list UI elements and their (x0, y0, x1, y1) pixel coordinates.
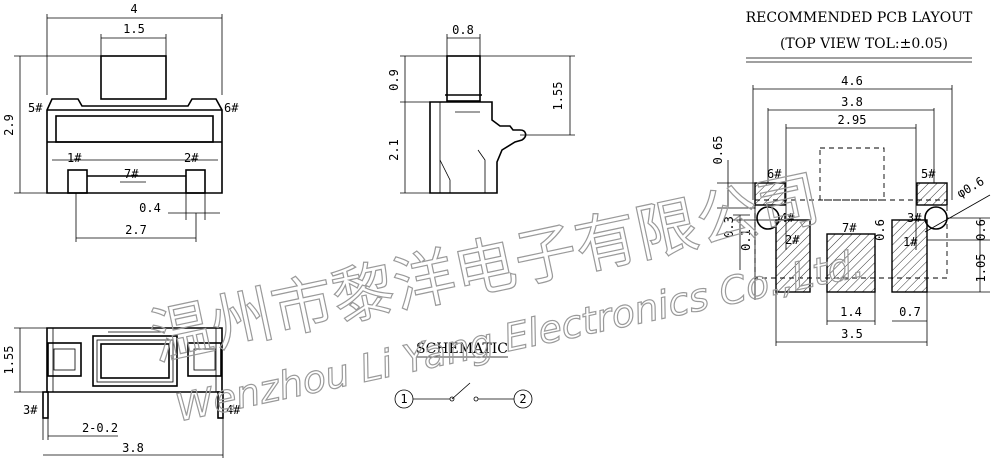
pad-6 (754, 182, 786, 206)
pad-5 (916, 182, 948, 206)
dim-bottom-pitch: 2-0.2 (82, 421, 118, 435)
schematic-title: SCHEMATIC (416, 341, 508, 357)
dim-pin-span: 2.7 (125, 223, 147, 237)
dim-button: 1.5 (123, 22, 145, 36)
side-view: 0.8 0.9 2.1 1.55 (387, 23, 575, 194)
pcb-layout-subtitle: (TOP VIEW TOL:±0.05) (780, 36, 948, 52)
dim-total-height: 1.55 (551, 82, 565, 111)
dim-pcb-1-4: 1.4 (840, 305, 862, 319)
pin-label-7: 7# (124, 167, 139, 181)
schematic-node-1: 1 (400, 392, 407, 406)
pin-label-2: 2# (184, 151, 199, 165)
pcb-pin-6: 6# (767, 167, 782, 181)
bottom-view: 1.55 3# 4# 2-0.2 3.8 (2, 327, 241, 458)
pcb-pin-5: 5# (921, 167, 936, 181)
pcb-pin-1: 1# (903, 235, 918, 249)
pin-label-1: 1# (67, 151, 82, 165)
pad-7 (826, 233, 876, 293)
dim-button-height: 0.9 (387, 69, 401, 91)
pcb-pin-2: 2# (785, 233, 800, 247)
dim-pcb-3-5: 3.5 (841, 327, 863, 341)
pcb-pin-7: 7# (842, 221, 857, 235)
dim-pcb-0-3: 0.3 (722, 216, 736, 238)
pin-label-6: 6# (224, 101, 239, 115)
dim-pcb-diameter: φ0.6 (955, 174, 987, 201)
dim-pcb-4-6: 4.6 (841, 74, 863, 88)
dim-bottom-height: 1.55 (2, 346, 16, 375)
pad-2 (775, 219, 811, 293)
dim-pcb-0-7: 0.7 (899, 305, 921, 319)
dim-pin-pitch: 0.4 (139, 201, 161, 215)
dim-bottom-length: 3.8 (122, 441, 144, 455)
dim-pcb-2-95: 2.95 (838, 113, 867, 127)
pcb-layout-title: RECOMMENDED PCB LAYOUT (746, 10, 973, 26)
dim-pcb-0-65: 0.65 (711, 136, 725, 165)
dim-pcb-0-6b: 0.6 (974, 219, 988, 241)
pcb-pin-4: 4# (780, 211, 795, 225)
dim-button-width: 0.8 (452, 23, 474, 37)
pin-label-5: 5# (28, 101, 43, 115)
dim-height: 2.9 (2, 114, 16, 136)
dim-pcb-1-05: 1.05 (974, 254, 988, 283)
dim-body-height: 2.1 (387, 139, 401, 161)
watermark: 温州市黎洋电子有限公司 Wenzhou Li Yang Electronics … (143, 161, 868, 431)
dim-pcb-3-8: 3.8 (841, 95, 863, 109)
dim-width: 4 (130, 2, 137, 16)
dim-pcb-0-1: 0.1 (739, 229, 753, 251)
pcb-pin-3: 3# (907, 211, 922, 225)
hole-4 (756, 206, 780, 230)
bottom-pin-4: 4# (226, 403, 241, 417)
schematic-node-2: 2 (519, 392, 526, 406)
schematic: SCHEMATIC 1 2 (394, 341, 533, 409)
pcb-layout: RECOMMENDED PCB LAYOUT (TOP VIEW TOL:±0.… (711, 10, 991, 346)
dim-pcb-0-6a: 0.6 (873, 219, 887, 241)
front-view: 4 1.5 2.9 5# 6# 1# 2# 7# 0.4 (2, 2, 239, 242)
pad-1 (891, 219, 928, 293)
bottom-pin-3: 3# (23, 403, 38, 417)
